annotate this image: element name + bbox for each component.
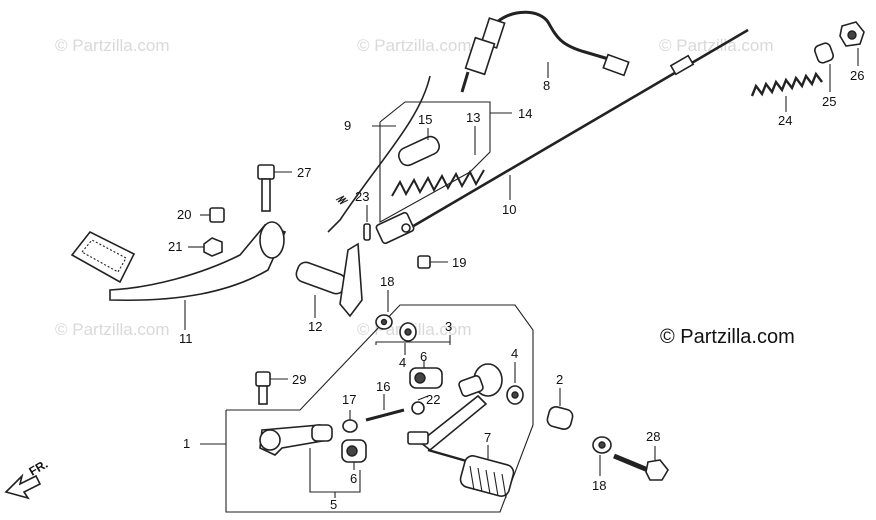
bolt-part-28 [613, 446, 669, 481]
bolt-part-29 [255, 371, 288, 405]
shift-arm-part-5 [259, 424, 361, 498]
copyright-notice: © Partzilla.com [660, 326, 795, 348]
callout-labels: 1 2 3 4 4 5 6 6 7 8 9 10 11 12 13 14 15 … [168, 68, 864, 512]
callout-28: 28 [646, 429, 660, 444]
callout-6: 6 [420, 349, 427, 364]
callout-19: 19 [452, 255, 466, 270]
callout-4: 4 [399, 355, 406, 370]
pedal-rubber-part-7 [459, 445, 515, 499]
spring-wire-part-9 [327, 75, 431, 233]
pin-part-23 [363, 205, 371, 241]
callout-17: 17 [342, 392, 356, 407]
callout-8: 8 [543, 78, 550, 93]
callout-26: 26 [850, 68, 864, 83]
callout-14: 14 [518, 106, 532, 121]
callout-18: 18 [380, 274, 394, 289]
callout-15: 15 [418, 112, 432, 127]
bushing-part-4-right [506, 362, 524, 405]
callout-10: 10 [502, 202, 516, 217]
callout-16: 16 [376, 379, 390, 394]
callout-9: 9 [344, 118, 351, 133]
front-label: FR. [27, 457, 51, 479]
callout-29: 29 [292, 372, 306, 387]
watermark: © Partzilla.com [659, 36, 774, 55]
brake-switch-part-8 [460, 10, 630, 93]
callout-23: 23 [355, 189, 369, 204]
spring-part-24 [750, 71, 823, 112]
group-frame-1 [225, 304, 534, 513]
callout-18: 18 [592, 478, 606, 493]
collar-part-25 [814, 42, 834, 92]
callout-20: 20 [177, 207, 191, 222]
spring-part-13 [391, 126, 485, 197]
group-frame-14 [379, 101, 512, 223]
joint-part-6-lower [341, 439, 367, 470]
nut-part-17 [342, 410, 358, 433]
callout-25: 25 [822, 94, 836, 109]
bushing-part-4-left [399, 322, 417, 355]
brake-rod-part-10 [409, 28, 749, 230]
joint-part-6-upper [409, 360, 443, 389]
shift-lever-part-3 [375, 335, 503, 464]
watermark: © Partzilla.com [55, 320, 170, 339]
callout-6: 6 [350, 471, 357, 486]
washer-part-18-lower [592, 436, 612, 476]
callout-13: 13 [466, 110, 480, 125]
nut-part-21 [188, 237, 223, 257]
collar-part-2 [546, 388, 574, 430]
bolt-part-27 [257, 164, 292, 212]
watermark: © Partzilla.com [55, 36, 170, 55]
callout-4: 4 [511, 346, 518, 361]
callout-1: 1 [183, 436, 190, 451]
clevis-rod-end [375, 211, 415, 245]
callout-24: 24 [778, 113, 792, 128]
callout-12: 12 [308, 319, 322, 334]
callout-2: 2 [556, 372, 563, 387]
callout-11: 11 [179, 331, 193, 346]
callout-3: 3 [445, 319, 452, 334]
callout-5: 5 [330, 497, 337, 512]
front-direction-arrow: FR. [4, 457, 51, 500]
brake-pedal-part-11 [70, 221, 287, 330]
sleeve-part-15 [397, 128, 441, 167]
tie-rod-part-16 [365, 394, 405, 422]
pivot-shaft-part-12 [295, 242, 363, 318]
nut-part-22 [411, 395, 429, 415]
callout-21: 21 [168, 239, 182, 254]
watermark: © Partzilla.com [357, 36, 472, 55]
washer-part-18-upper [375, 290, 393, 330]
nut-part-26 [839, 21, 865, 66]
callout-22: 22 [426, 392, 440, 407]
bolt-part-19 [417, 255, 448, 269]
bolt-part-20 [200, 207, 225, 223]
callout-7: 7 [484, 430, 491, 445]
callout-27: 27 [297, 165, 311, 180]
